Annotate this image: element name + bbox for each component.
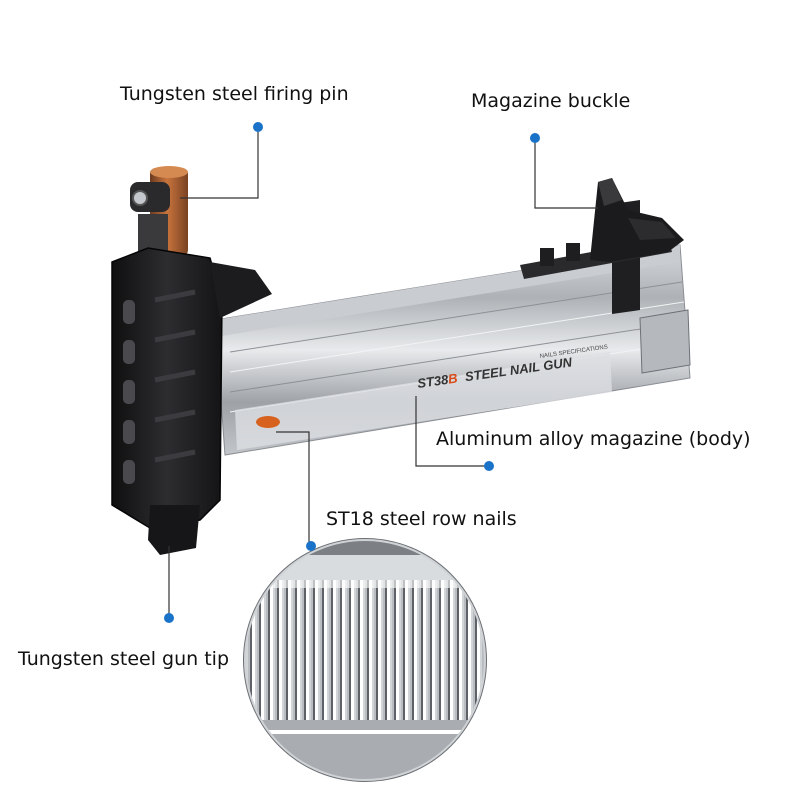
gun-tip-dot	[164, 613, 174, 623]
row-nails-dot	[306, 541, 316, 551]
firing-pin-dot	[253, 122, 263, 132]
nail-closeup-inset	[243, 538, 487, 782]
callout-dots	[164, 122, 540, 623]
nose-head-part	[111, 247, 272, 555]
firing-pin-part	[130, 166, 188, 256]
model-code: ST38	[416, 372, 450, 391]
magazine-buckle-part	[590, 178, 684, 262]
callout-lines	[168, 127, 598, 618]
firing-pin-label: Tungsten steel firing pin	[120, 83, 349, 105]
row-nails-label: ST18 steel row nails	[326, 508, 517, 530]
magazine-buckle-dot	[530, 133, 540, 143]
model-suffix: B	[447, 370, 458, 386]
magazine-buckle-label: Magazine buckle	[471, 90, 631, 112]
magazine-body-dot	[484, 461, 494, 471]
nail-indicator-window	[256, 416, 280, 428]
gun-tip-label: Tungsten steel gun tip	[18, 648, 230, 670]
magazine-body-label: Aluminum alloy magazine (body)	[436, 428, 751, 450]
